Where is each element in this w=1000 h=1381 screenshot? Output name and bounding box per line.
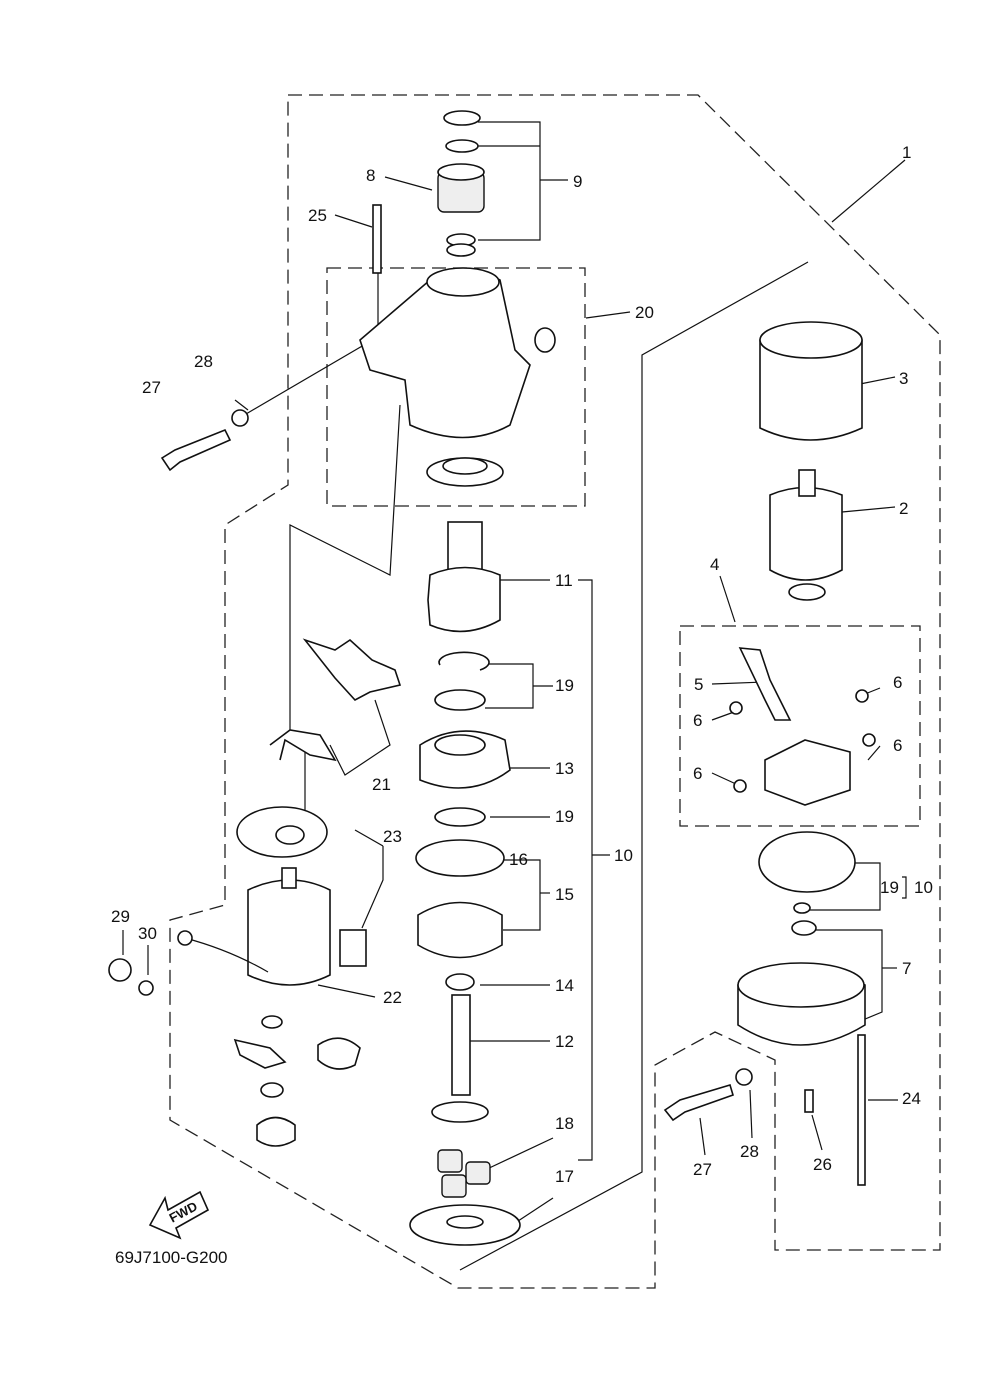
planet-gear-part — [437, 1149, 463, 1173]
callout-6a: 6 — [893, 673, 902, 692]
screw-part — [804, 1089, 814, 1113]
plate-part — [758, 831, 856, 893]
parts — [108, 110, 876, 1246]
callout-10b: 10 — [914, 878, 933, 897]
callout-30: 30 — [138, 924, 157, 943]
front-bracket-housing-part — [359, 270, 531, 439]
callout-24: 24 — [902, 1089, 921, 1108]
washer-part — [735, 1068, 753, 1086]
callout-26: 26 — [813, 1155, 832, 1174]
callout-6d: 6 — [693, 764, 702, 783]
pinion-shaft-part — [447, 521, 483, 573]
internal-gear-part — [417, 901, 503, 959]
diagram-code: 69J7100-G200 — [115, 1248, 227, 1267]
bushing-part — [445, 973, 475, 991]
callout-4: 4 — [710, 555, 719, 574]
brush-part — [738, 647, 792, 721]
callout-7: 7 — [902, 959, 911, 978]
stop-ring-part — [443, 110, 481, 126]
callout-labels: 1 2 3 4 5 6 6 6 6 7 8 9 10 10 11 12 13 1… — [111, 143, 933, 1186]
callout-19b: 19 — [555, 807, 574, 826]
through-bolt-part — [857, 1034, 866, 1186]
callout-19a: 19 — [555, 676, 574, 695]
callout-13: 13 — [555, 759, 574, 778]
callout-10a: 10 — [614, 846, 633, 865]
spring-wire-part — [269, 729, 337, 762]
callout-19c: 19 — [880, 878, 899, 897]
callout-2: 2 — [899, 499, 908, 518]
washer-part — [231, 409, 249, 427]
callout-1: 1 — [902, 143, 911, 162]
shaft-part — [451, 994, 471, 1096]
callout-9: 9 — [573, 172, 582, 191]
armature-part — [769, 486, 843, 581]
callout-16: 16 — [509, 850, 528, 869]
callout-12: 12 — [555, 1032, 574, 1051]
clip-part — [445, 139, 479, 153]
callout-6c: 6 — [893, 736, 902, 755]
callout-22: 22 — [383, 988, 402, 1007]
callout-20: 20 — [635, 303, 654, 322]
callout-14: 14 — [555, 976, 574, 995]
terminal-part — [233, 1038, 287, 1069]
callout-28a: 28 — [194, 352, 213, 371]
callout-11: 11 — [555, 571, 573, 590]
callout-29: 29 — [111, 907, 130, 926]
callout-28b: 28 — [740, 1142, 759, 1161]
callout-25: 25 — [308, 206, 327, 225]
callout-27b: 27 — [693, 1160, 712, 1179]
bolt-part — [663, 1084, 734, 1122]
bolt-part — [372, 204, 382, 274]
boot-part — [317, 1037, 361, 1070]
callout-8: 8 — [366, 166, 375, 185]
callout-18: 18 — [555, 1114, 574, 1133]
brush-holder-plate-part — [764, 739, 851, 806]
nut-part — [108, 958, 132, 982]
leader-lines — [122, 121, 906, 1271]
lever-part — [302, 638, 402, 701]
fwd-arrow-icon — [148, 1190, 210, 1240]
callout-17: 17 — [555, 1167, 574, 1186]
callout-15: 15 — [555, 885, 574, 904]
cap-part — [256, 1116, 296, 1147]
callout-5: 5 — [694, 675, 703, 694]
callout-3: 3 — [899, 369, 908, 388]
callout-6b: 6 — [693, 711, 702, 730]
callout-27a: 27 — [142, 378, 161, 397]
solenoid-part — [247, 879, 331, 986]
callout-21: 21 — [372, 775, 391, 794]
callout-23: 23 — [383, 827, 402, 846]
washer-part — [138, 980, 154, 996]
brush-spring-part — [729, 701, 743, 715]
bolt-part — [160, 428, 232, 472]
cover-part — [339, 929, 367, 967]
